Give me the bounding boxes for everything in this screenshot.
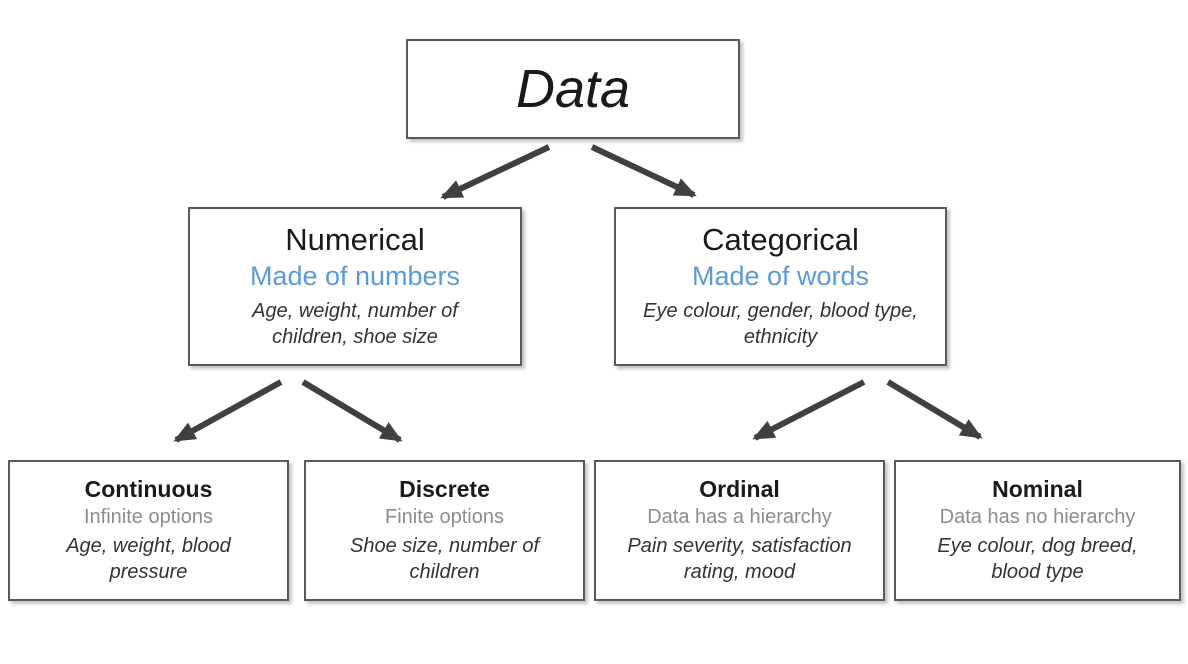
node-ordinal-title: Ordinal [699, 475, 780, 502]
node-numerical-examples: Age, weight, number of children, shoe si… [252, 299, 458, 348]
node-numerical-title: Numerical [285, 222, 425, 258]
arrow-categorical-to-nominal [886, 379, 983, 440]
node-discrete: Discrete Finite options Shoe size, numbe… [304, 460, 585, 601]
node-categorical: Categorical Made of words Eye colour, ge… [614, 207, 947, 366]
node-continuous-examples: Age, weight, blood pressure [66, 535, 231, 584]
arrow-categorical-to-ordinal [752, 379, 866, 441]
node-data-title: Data [515, 59, 631, 119]
node-ordinal-subtitle: Data has a hierarchy [647, 506, 832, 529]
node-continuous-title: Continuous [84, 475, 213, 502]
arrow-data-to-numerical [440, 144, 551, 200]
node-discrete-examples: Shoe size, number of children [350, 535, 539, 584]
node-nominal-title: Nominal [992, 475, 1083, 502]
node-nominal: Nominal Data has no hierarchy Eye colour… [894, 460, 1181, 601]
arrow-data-to-categorical [590, 144, 697, 198]
node-continuous: Continuous Infinite options Age, weight,… [8, 460, 289, 601]
node-categorical-title: Categorical [702, 222, 859, 258]
node-numerical-subtitle: Made of numbers [249, 260, 461, 291]
node-categorical-subtitle: Made of words [691, 260, 870, 291]
node-ordinal-examples: Pain severity, satisfaction rating, mood [627, 535, 852, 584]
arrow-numerical-to-discrete [301, 379, 403, 443]
node-continuous-subtitle: Infinite options [84, 506, 213, 529]
node-discrete-subtitle: Finite options [385, 506, 504, 529]
node-categorical-examples: Eye colour, gender, blood type, ethnicit… [643, 299, 918, 348]
node-discrete-title: Discrete [399, 475, 490, 502]
node-numerical: Numerical Made of numbers Age, weight, n… [188, 207, 522, 366]
node-nominal-subtitle: Data has no hierarchy [939, 506, 1136, 529]
arrow-numerical-to-continuous [173, 379, 283, 443]
node-nominal-examples: Eye colour, dog breed, blood type [937, 535, 1138, 584]
node-ordinal: Ordinal Data has a hierarchy Pain severi… [594, 460, 885, 601]
node-data: Data [406, 39, 740, 139]
